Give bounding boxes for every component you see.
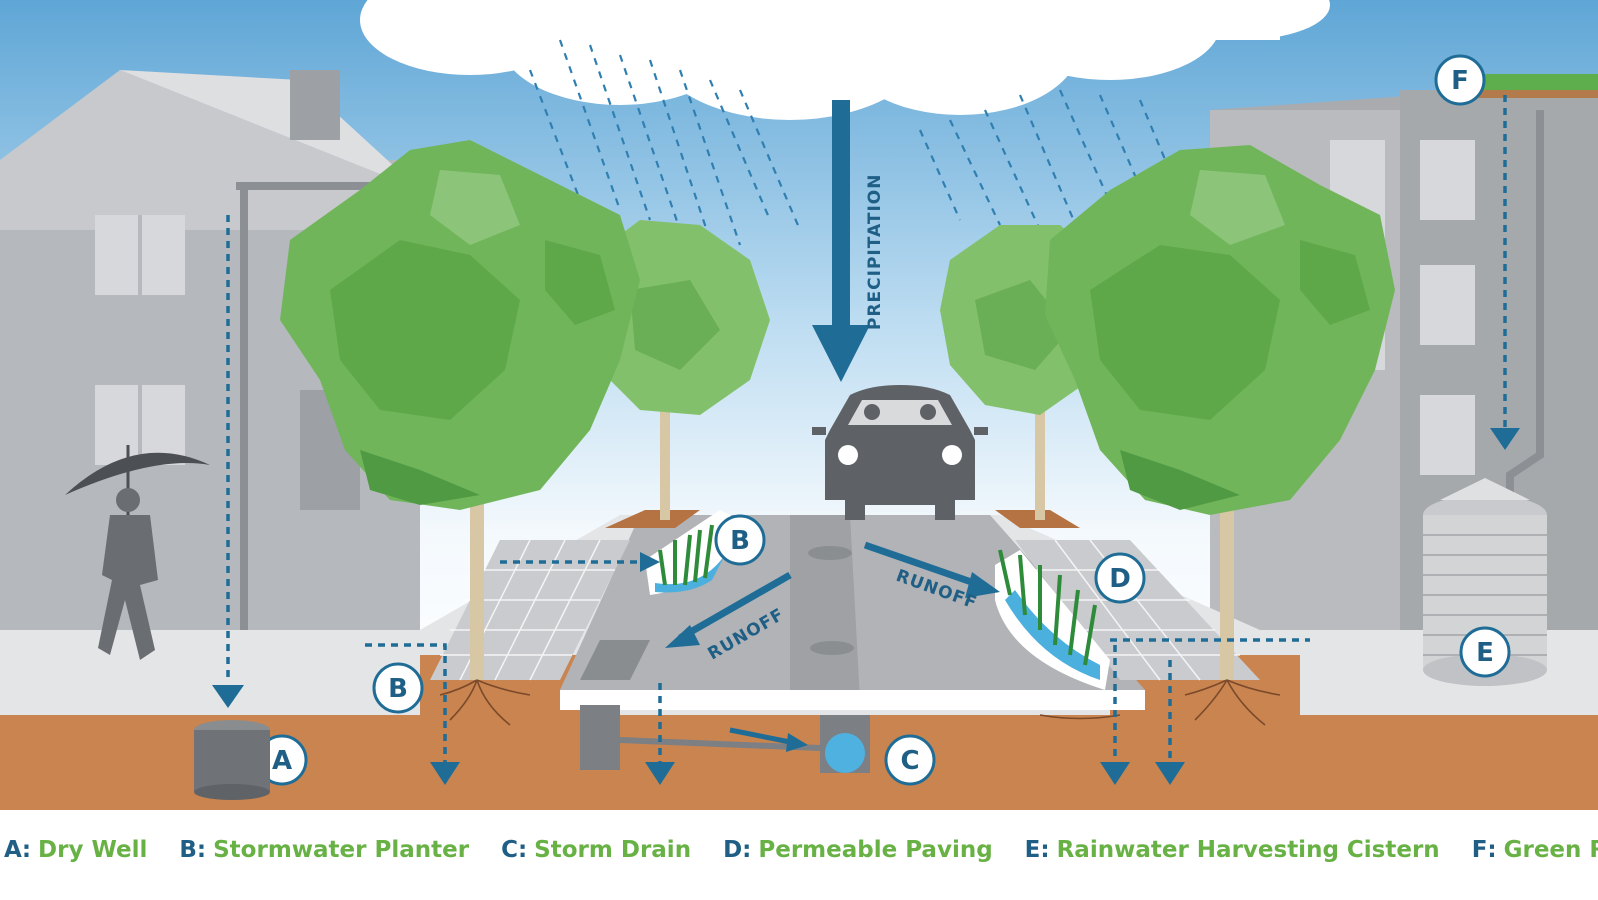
legend-item-f: F:Green Roof	[1472, 837, 1598, 863]
marker-badge-D: D	[1094, 552, 1146, 604]
flow-arrowheads	[212, 428, 1520, 785]
legend-item-b: B:Stormwater Planter	[179, 837, 469, 863]
runoff-arrow-left	[665, 571, 792, 648]
svg-text:B: B	[730, 526, 750, 556]
precipitation-label: PRECIPITATION	[865, 174, 885, 330]
marker-badge-E: E	[1459, 626, 1511, 678]
marker-badge-F: F	[1434, 54, 1486, 106]
legend-item-d: D:Permeable Paving	[723, 837, 993, 863]
legend-key: C	[501, 837, 518, 863]
tree-front-left	[280, 140, 640, 680]
marker-badge-B-ground: B	[372, 662, 424, 714]
svg-text:E: E	[1476, 638, 1494, 668]
legend-label: Dry Well	[38, 837, 148, 863]
legend-label: Rainwater Harvesting Cistern	[1056, 837, 1440, 863]
legend-separator: :	[1040, 837, 1050, 863]
svg-text:B: B	[388, 674, 408, 704]
legend-item-a: A:Dry Well	[4, 837, 147, 863]
car	[812, 385, 988, 520]
legend-label: Stormwater Planter	[213, 837, 470, 863]
legend-separator: :	[517, 837, 528, 863]
legend-item-e: E:Rainwater Harvesting Cistern	[1025, 837, 1440, 863]
legend-key: B	[179, 837, 197, 863]
legend-separator: :	[1487, 837, 1497, 863]
legend-key: F	[1471, 837, 1488, 863]
legend-key: A	[4, 837, 22, 863]
legend-key: D	[723, 837, 743, 863]
svg-text:D: D	[1109, 564, 1131, 594]
svg-text:C: C	[900, 746, 919, 776]
legend-label: Green Roof	[1503, 837, 1598, 863]
tree-front-right	[1045, 145, 1395, 680]
drain-flow-arrow	[729, 727, 808, 752]
legend-label: Storm Drain	[534, 837, 692, 863]
legend-separator: :	[196, 837, 207, 863]
legend-item-c: C:Storm Drain	[501, 837, 691, 863]
marker-A-text: A	[272, 746, 292, 776]
legend-separator: :	[21, 837, 32, 863]
cloud	[360, 0, 1330, 120]
stormwater-planter-right	[995, 549, 1110, 690]
tree-roots	[439, 679, 1281, 726]
precipitation-arrow	[812, 100, 870, 382]
flow-arrows	[226, 95, 1507, 765]
pedestrian-with-umbrella	[65, 445, 210, 660]
legend-label: Permeable Paving	[758, 837, 993, 863]
runoff-arrow-right	[863, 541, 1000, 598]
legend-key: E	[1024, 837, 1041, 863]
legend-separator: :	[742, 837, 752, 863]
marker-badge-B-street: B	[714, 514, 766, 566]
dry-well	[194, 720, 270, 800]
marker-badge-C: C	[884, 734, 936, 786]
svg-text:F: F	[1451, 66, 1469, 96]
